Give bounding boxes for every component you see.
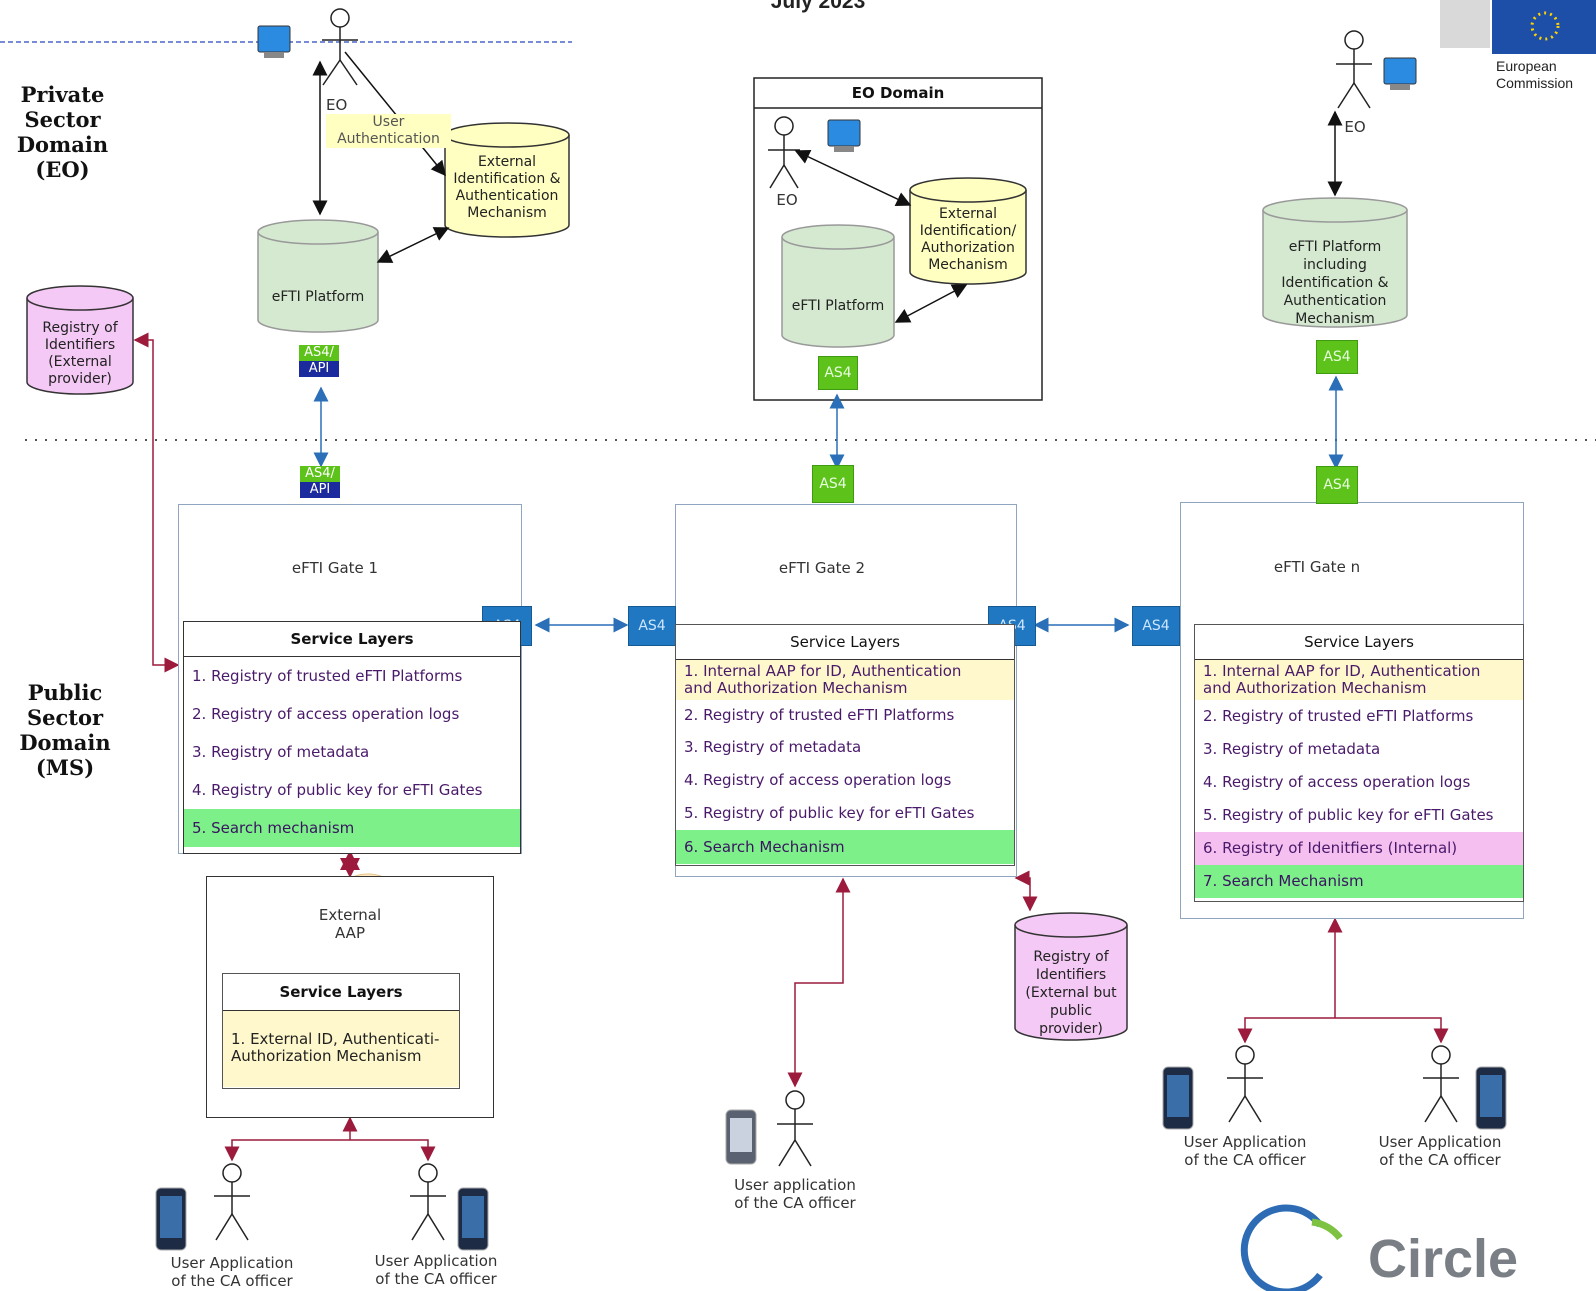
as4-badge-eo-domain: AS4 <box>818 356 858 390</box>
as4-api-badge-private: AS4/API <box>299 345 339 377</box>
officer-caption-right-b: User Application of the CA officer <box>1378 1133 1502 1169</box>
gate1-row-4: 4. Registry of public key for eFTI Gates <box>192 781 483 799</box>
gate1-row-5: 5. Search mechanism <box>184 809 520 847</box>
eo-person-icon-domain <box>768 116 800 189</box>
database-efti-platform-right <box>1262 197 1408 328</box>
efti-platform-label-private: eFTI Platform <box>271 289 365 305</box>
efti-platform-label-right: eFTI Platform including Identification &… <box>1281 239 1389 327</box>
officer-caption-left-b: User Application of the CA officer <box>374 1252 498 1288</box>
phone-icon-right-a <box>1162 1066 1194 1130</box>
gaten-service-layers: Service Layers 1. Internal AAP for ID, A… <box>1194 624 1524 902</box>
officer-caption-left-a: User Application of the CA officer <box>170 1254 294 1290</box>
gaten-service-title: Service Layers <box>1195 625 1523 660</box>
arrow-gate2-registry-mid <box>1014 870 1038 912</box>
eo-label-domain: EO <box>776 191 798 209</box>
date-heading: July 2023 <box>770 0 866 13</box>
arrow-eo-extauth <box>344 51 446 177</box>
ca-officer-icon-mid <box>777 1090 813 1167</box>
phone-icon-left-b <box>457 1187 489 1251</box>
arrow-officers-right-branch <box>1237 1017 1449 1044</box>
database-registry-left <box>26 285 134 395</box>
as4-badge-gaten-top: AS4 <box>1316 466 1358 504</box>
eo-label-right: EO <box>1344 118 1366 136</box>
computer-icon-eo <box>827 119 861 152</box>
eo-domain-box <box>753 77 1043 401</box>
officer-caption-mid: User application of the CA officer <box>734 1176 856 1212</box>
gate1-row-1: 1. Registry of trusted eFTI Platforms <box>192 667 463 685</box>
gate2-cloud-label: eFTI Gate 2 <box>778 559 866 577</box>
ca-officer-icon-left-b <box>410 1163 446 1241</box>
gate2-row-3: 3. Registry of metadata <box>684 738 862 756</box>
database-external-auth-private <box>444 122 570 238</box>
gaten-row-1: 1. Internal AAP for ID, Authentication a… <box>1195 660 1523 700</box>
as4-badge-gate2-top: AS4 <box>812 465 854 503</box>
database-efti-platform-eo <box>781 224 895 348</box>
gate2-service-layers: Service Layers 1. Internal AAP for ID, A… <box>675 624 1015 866</box>
gate1-service-title: Service Layers <box>184 622 520 657</box>
external-aap-service-layers: Service Layers 1. External ID, Authentic… <box>222 973 460 1089</box>
arrow-platform-extauth <box>376 227 450 263</box>
arrow-registry-left-gate1 <box>133 332 180 673</box>
gate1-service-layers: Service Layers 1. Registry of trusted eF… <box>183 621 521 854</box>
gaten-row-4: 4. Registry of access operation logs <box>1203 773 1471 791</box>
eo-label-private: EO <box>326 96 348 114</box>
database-external-auth-eo <box>909 177 1027 285</box>
private-domain-title: Private Sector Domain (EO) <box>16 82 109 182</box>
gate1-row-2: 2. Registry of access operation logs <box>192 705 460 723</box>
phone-icon-mid <box>725 1109 757 1165</box>
registry-left-label: Registry of Identifiers (External provid… <box>42 320 118 387</box>
gate2-row-6: 6. Search Mechanism <box>676 830 1014 864</box>
computer-icon-private <box>257 25 291 58</box>
brand-logo-text: Circle <box>1368 1229 1519 1289</box>
ec-label: European Commission <box>1496 58 1574 91</box>
database-efti-platform-private <box>257 219 379 333</box>
gate2-row-4: 4. Registry of access operation logs <box>684 771 952 789</box>
gaten-row-2: 2. Registry of trusted eFTI Platforms <box>1203 707 1474 725</box>
as4-api-badge-gate1: AS4/API <box>300 466 340 498</box>
gaten-row-7: 7. Search Mechanism <box>1195 865 1523 898</box>
external-auth-label-private: External Identification & Authentication… <box>453 154 561 221</box>
as4-badge-gate2-left: AS4 <box>628 606 676 646</box>
as4-badge-gaten-left: AS4 <box>1132 606 1180 646</box>
eo-person-icon-right <box>1336 30 1372 109</box>
phone-icon-left-a <box>155 1187 187 1251</box>
registry-mid-label: Registry of Identifiers (External but pu… <box>1025 949 1117 1037</box>
circle-logo <box>1240 1204 1343 1291</box>
database-registry-mid <box>1014 912 1128 1041</box>
as4-badge-right-top: AS4 <box>1316 340 1358 374</box>
eo-person-icon-private <box>322 8 358 86</box>
arrow-officers-left-branch <box>224 1139 436 1162</box>
arrow-officer-mid-gate2 <box>787 877 851 1088</box>
phone-icon-right-b <box>1475 1066 1507 1130</box>
user-auth-label: User Authentication <box>326 114 451 148</box>
ca-officer-icon-right-b <box>1423 1045 1459 1123</box>
gate2-service-title: Service Layers <box>676 625 1014 660</box>
gate2-row-5: 5. Registry of public key for eFTI Gates <box>684 804 975 822</box>
external-aap-cloud-label: External AAP <box>318 906 382 942</box>
officer-caption-right-a: User Application of the CA officer <box>1183 1133 1307 1169</box>
gaten-row-6: 6. Registry of Idenitfiers (Internal) <box>1195 832 1523 865</box>
gate2-row-2: 2. Registry of trusted eFTI Platforms <box>684 706 955 724</box>
gate1-row-3: 3. Registry of metadata <box>192 743 370 761</box>
gaten-cloud-label: eFTI Gate n <box>1273 558 1361 576</box>
ca-officer-icon-right-a <box>1227 1045 1263 1123</box>
computer-icon-right <box>1383 57 1417 90</box>
eu-flag-icon <box>1440 0 1596 54</box>
efti-platform-label-domain: eFTI Platform <box>791 298 885 314</box>
gaten-row-3: 3. Registry of metadata <box>1203 740 1381 758</box>
gate1-cloud-label: eFTI Gate 1 <box>291 559 379 577</box>
gaten-row-5: 5. Registry of public key for eFTI Gates <box>1203 806 1494 824</box>
arrow-platform-extauth-domain <box>894 284 968 323</box>
external-aap-row-1: 1. External ID, Authenticati- Authorizat… <box>223 1011 459 1087</box>
gate2-row-1: 1. Internal AAP for ID, Authentication a… <box>676 660 1014 700</box>
external-auth-label-domain: External Identification/ Authorization M… <box>919 206 1017 273</box>
eo-domain-title: EO Domain <box>851 84 945 102</box>
external-aap-service-title: Service Layers <box>223 974 459 1011</box>
arrow-eo-extauth-domain <box>794 150 912 206</box>
ca-officer-icon-left-a <box>214 1163 250 1241</box>
public-domain-title: Public Sector Domain (MS) <box>19 680 111 780</box>
